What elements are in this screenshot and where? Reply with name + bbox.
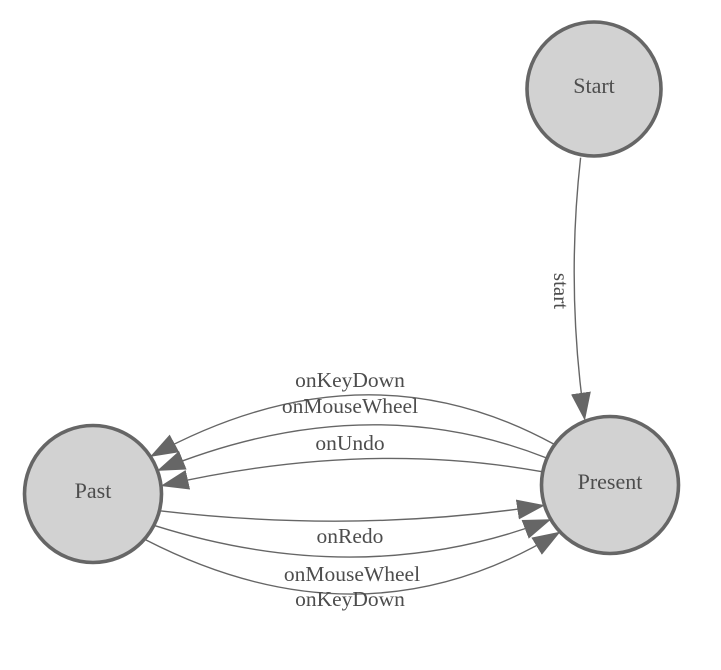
- state-node-present: [539, 414, 681, 556]
- edge-label-onmousewheel-top: onMouseWheel: [282, 394, 418, 418]
- node-label-start: Start: [573, 73, 615, 98]
- edge-label-onundo: onUndo: [315, 431, 384, 455]
- edge-label-onmousewheel-bottom: onMouseWheel: [284, 562, 420, 586]
- node-label-past: Past: [75, 478, 112, 503]
- edge-past-to-present-onkeydown: [145, 531, 561, 595]
- edge-label-onredo: onRedo: [317, 524, 384, 548]
- edge-start-to-present: [571, 157, 591, 421]
- edge-label-start: start: [549, 273, 573, 309]
- edge-label-onkeydown-bottom: onKeyDown: [295, 587, 405, 611]
- edge-past-to-present-onmousewheel: [155, 519, 552, 558]
- node-label-present: Present: [578, 469, 643, 494]
- state-node-past: [22, 423, 164, 565]
- edge-present-to-past-onkeydown: [149, 394, 554, 457]
- edge-present-to-past-onundo: [160, 457, 542, 490]
- edge-label-onkeydown-top: onKeyDown: [295, 368, 405, 392]
- edge-past-to-present-onredo: [160, 499, 546, 522]
- edge-present-to-past-onmousewheel: [156, 424, 546, 471]
- state-node-start: [525, 20, 663, 158]
